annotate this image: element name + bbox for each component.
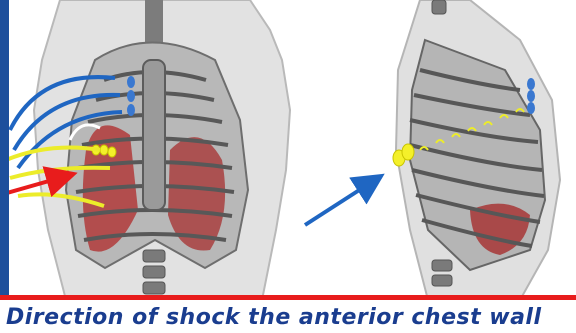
left-accent-bar xyxy=(0,0,9,300)
caption-band: Direction of shock the anterior chest wa… xyxy=(0,300,576,333)
side-blue-markers xyxy=(527,78,535,114)
front-lumbar-spine xyxy=(143,250,165,294)
front-blue-markers xyxy=(127,76,135,116)
front-sternum xyxy=(143,60,165,210)
blue-arrow-icon xyxy=(305,178,378,225)
chest-diagram xyxy=(0,0,576,300)
side-chest-view xyxy=(305,0,560,300)
front-chest-view xyxy=(0,0,290,300)
figure-caption: Direction of shock the anterior chest wa… xyxy=(6,305,542,330)
